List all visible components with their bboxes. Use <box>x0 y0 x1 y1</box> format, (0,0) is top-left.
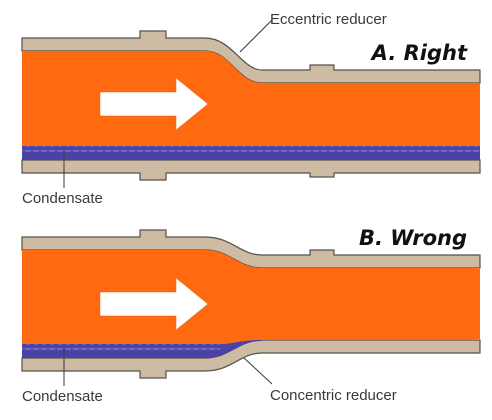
heading-b: B. Wrong <box>359 226 467 250</box>
panel-b: Steam B. Wrong Condensate Concentric red… <box>21 226 481 405</box>
leader-eccentric <box>239 19 273 53</box>
heading-a: A. Right <box>370 41 468 65</box>
eccentric-reducer-label: Eccentric reducer <box>270 11 387 28</box>
concentric-reducer-label: Concentric reducer <box>270 387 397 404</box>
steam-label-a: Steam <box>106 96 151 113</box>
panel-a: Steam A. Right Eccentric reducer Condens… <box>21 11 481 207</box>
steam-a <box>22 51 480 146</box>
steam-b <box>22 250 480 344</box>
condensate-a-ripple <box>22 146 480 152</box>
condensate-label-b: Condensate <box>22 388 103 405</box>
pipe-a-bottom-wall <box>21 159 481 181</box>
condensate-b-ripple <box>22 344 220 350</box>
right-arrow-icon <box>99 277 209 331</box>
right-arrow-icon <box>99 77 209 131</box>
steam-label-b: Steam <box>106 296 151 313</box>
leader-concentric <box>243 357 273 385</box>
condensate-label-a: Condensate <box>22 190 103 207</box>
